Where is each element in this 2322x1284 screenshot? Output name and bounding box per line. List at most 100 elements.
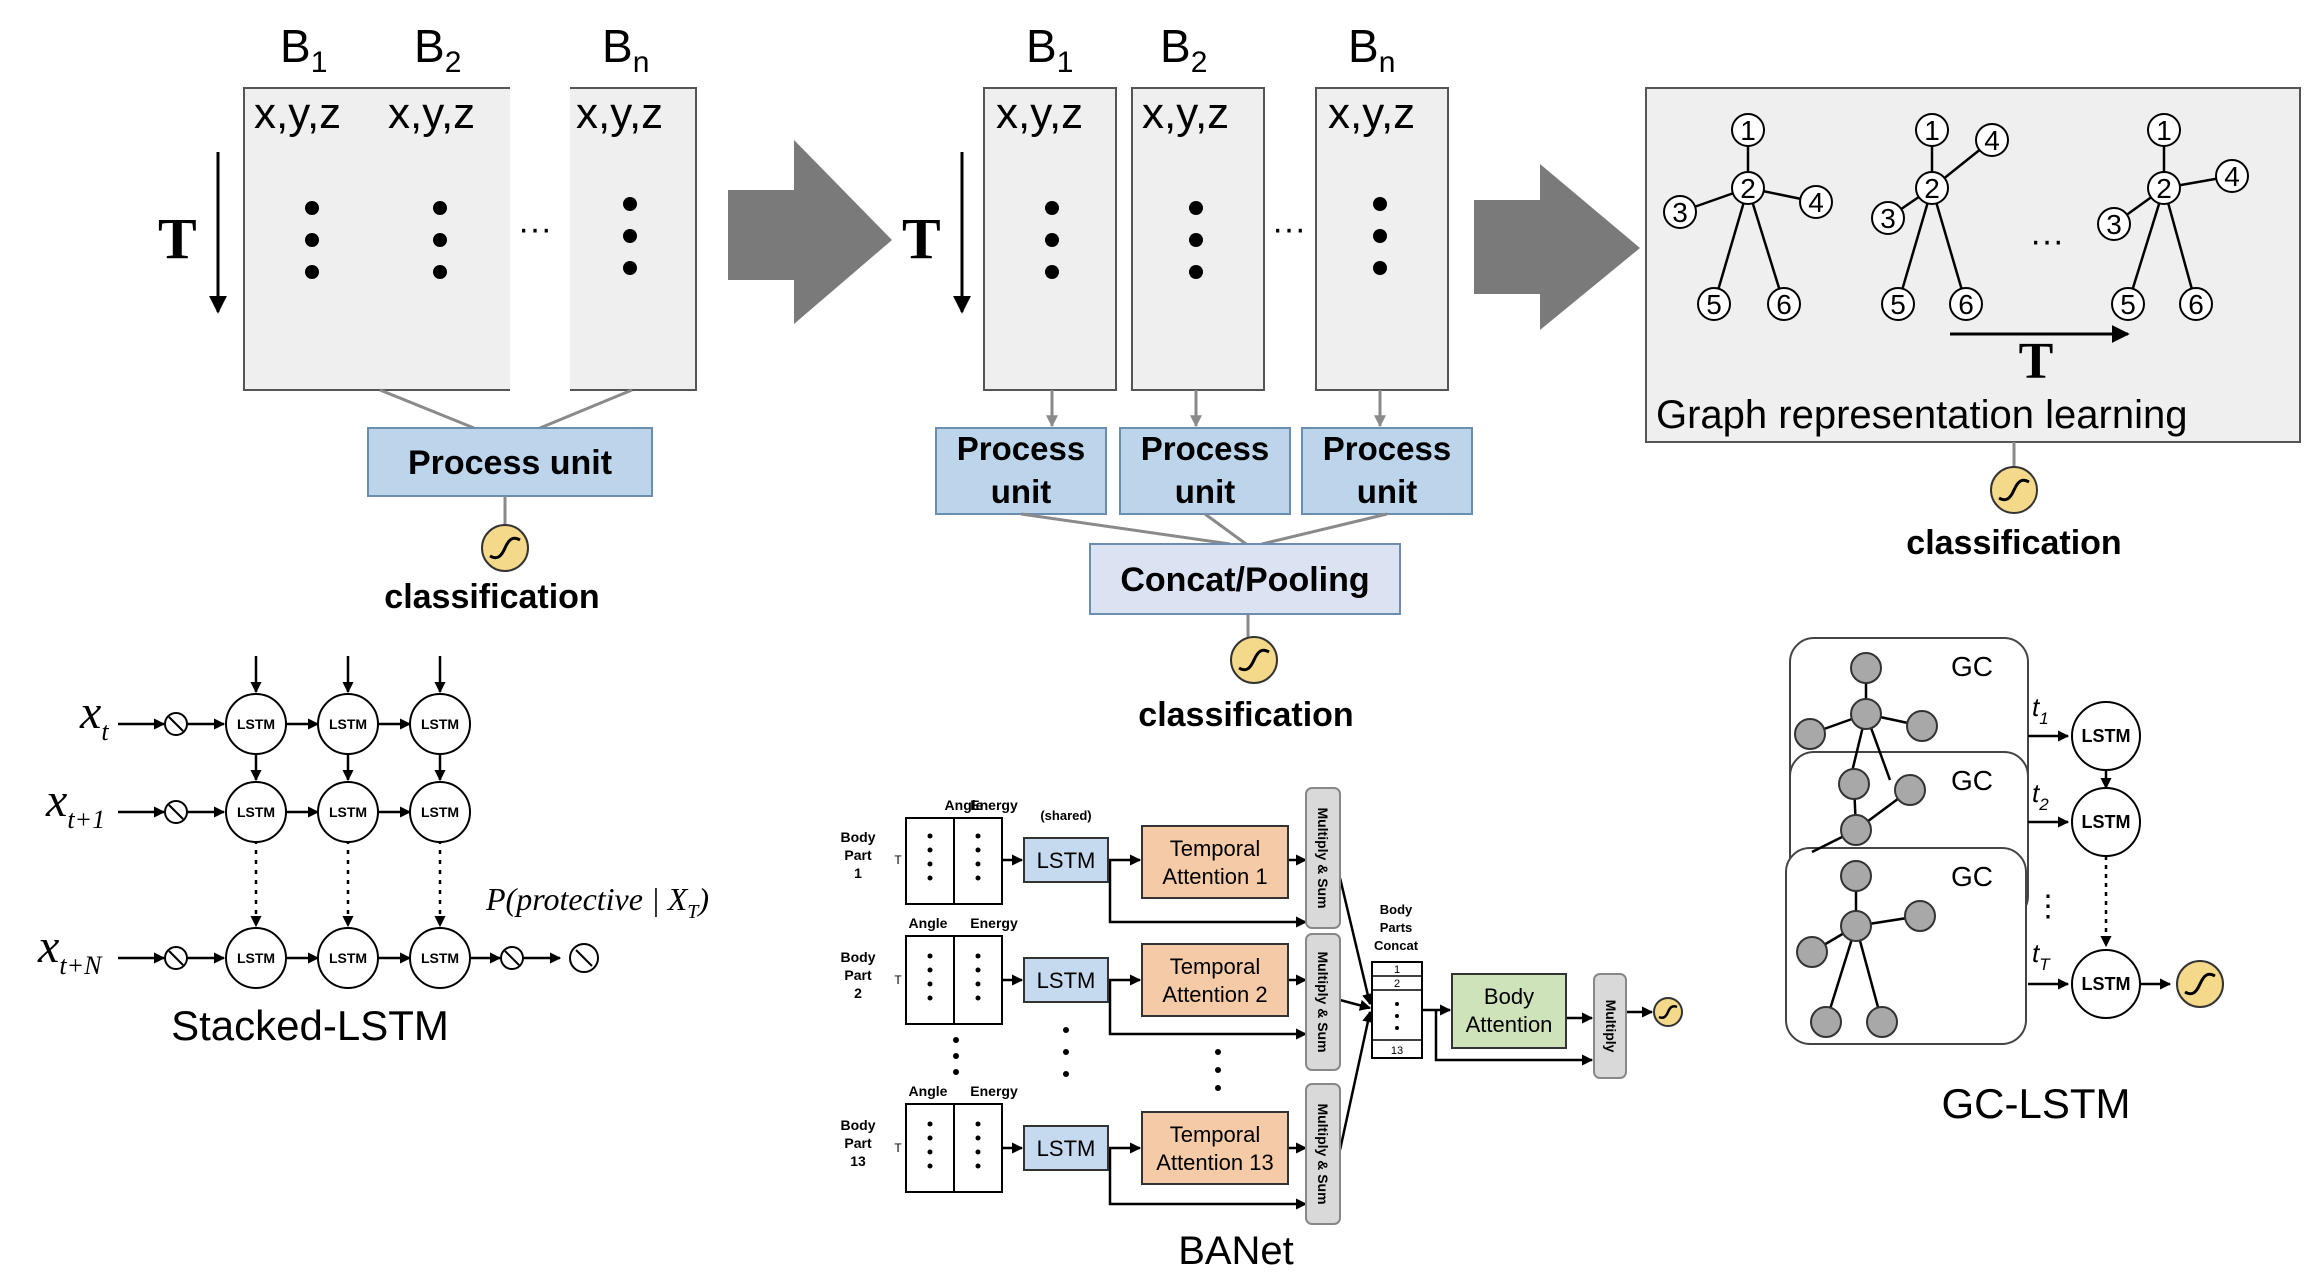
input-node-icon (164, 712, 188, 736)
multiply-sum-label: Multiply & Sum (1315, 951, 1331, 1052)
temporal-attention-label: Temporal (1170, 836, 1260, 861)
temporal-attention-label: Temporal (1170, 954, 1260, 979)
process-unit-label: unit (991, 473, 1051, 510)
gc-lstm-diagram: GC GC GC t1 t2 tT ⋮ LSTM LSTM LSTM GC-LS… (1785, 637, 2225, 1127)
temporal-attention-label: Attention 13 (1156, 1150, 1273, 1175)
process-unit-box (367, 427, 653, 497)
angle-energy-tables (905, 817, 1003, 1193)
concat-cell: 1 (1394, 964, 1400, 976)
angle-label: Angle (909, 1083, 948, 1099)
vertical-dots (1045, 197, 1387, 279)
connector (379, 388, 475, 430)
lstm-cell-label: LSTM (329, 950, 367, 966)
connector (539, 388, 633, 430)
vertical-dots (305, 197, 637, 279)
probability-label: P(protective | XT) (485, 881, 709, 923)
concat-title: Concat (1374, 938, 1419, 953)
svg-text:4: 4 (1984, 125, 2000, 156)
lstm-cell (409, 693, 471, 755)
svg-text:5: 5 (2120, 289, 2136, 320)
multiply-sum-pills (1305, 787, 1341, 1225)
stacked-lstm-title: Stacked-LSTM (171, 1002, 449, 1049)
lstm-cell (317, 781, 379, 843)
energy-label: Energy (970, 797, 1018, 813)
svg-text:6: 6 (2188, 289, 2204, 320)
t-label: T (894, 853, 902, 867)
svg-text:1: 1 (2156, 115, 2172, 146)
gc-lstm-cell (2071, 787, 2141, 857)
output-node-icon (500, 946, 524, 970)
sigmoid-icon (2175, 959, 2225, 1009)
classification-label: classification (1906, 524, 2121, 562)
svg-text:6: 6 (1958, 289, 1974, 320)
svg-text:6: 6 (1776, 289, 1792, 320)
concat-vector (1371, 961, 1423, 1059)
block-label-n: Bn (1348, 20, 1395, 79)
coord-label: x,y,z (576, 89, 663, 138)
concat-title: Body (1380, 902, 1413, 917)
block-label-n: Bn (602, 20, 649, 79)
svg-text:3: 3 (1880, 203, 1896, 234)
gc-graph-3 (1796, 860, 1936, 1038)
body-attention-label: Body (1484, 984, 1534, 1009)
banet-diagram: Angle Energy Angle Energy Angle Energy (… (841, 787, 1684, 1273)
multiply-sum-label: Multiply & Sum (1315, 807, 1331, 908)
lstm-cell (317, 927, 379, 989)
body-part-label: Body (841, 829, 876, 845)
body-part-label: Body (841, 949, 876, 965)
banet-body-part-2: Body Part 2 T (841, 949, 903, 1001)
svg-text:2: 2 (1740, 173, 1756, 204)
banet-body-part-13: Body Part 13 T (841, 1117, 903, 1169)
body-part-label: 13 (850, 1153, 866, 1169)
stacked-lstm-diagram: xt xt+1 xt+N (37, 656, 709, 1049)
sigmoid-icon (1989, 465, 2039, 515)
process-unit-label: unit (1175, 473, 1235, 510)
t-label: T (894, 1141, 902, 1155)
gc-label: GC (1951, 765, 1993, 796)
lstm-cell-label: LSTM (237, 716, 275, 732)
svg-text:3: 3 (2106, 209, 2122, 240)
input-node-icon (164, 800, 188, 824)
gc-lstm-title: GC-LSTM (1942, 1080, 2131, 1127)
multiply-sum-label: Multiply & Sum (1315, 1103, 1331, 1204)
t-label: tT (2032, 938, 2051, 974)
process-unit-box (935, 427, 1107, 515)
panel-graph: 1 2 3 4 5 6 1 2 3 4 5 6 1 2 3 4 5 6 ··· … (1645, 87, 2301, 562)
input-x-tN: xt+N (37, 920, 103, 980)
shared-label: (shared) (1040, 808, 1091, 823)
table-dots (927, 833, 1221, 1169)
lstm-cell (409, 781, 471, 843)
concat-pooling-label: Concat/Pooling (1120, 561, 1369, 599)
lstm-cell (409, 927, 471, 989)
concat-cell: 2 (1394, 978, 1400, 990)
gc-lstm-cell (2071, 701, 2141, 771)
classification-label: classification (1138, 696, 1353, 734)
body-blocks-panel-a (243, 87, 513, 391)
gc-lstm-cell (2071, 949, 2141, 1019)
input-node-icon (164, 946, 188, 970)
lstm-label: LSTM (2082, 726, 2131, 746)
panel-gap (510, 86, 570, 392)
connector (1020, 512, 1231, 546)
svg-text:2: 2 (1924, 173, 1940, 204)
time-label: T (902, 206, 941, 271)
body-part-label: 2 (854, 985, 862, 1001)
connector (1204, 512, 1247, 546)
panel-single-process: B1 B2 Bn x,y,z x,y,z x,y,z ··· T Process… (158, 20, 697, 616)
svg-text:4: 4 (1808, 187, 1824, 218)
process-unit-label: Process (1323, 430, 1451, 467)
block-label-2: B2 (1160, 20, 1207, 79)
softmax-node-icon (569, 943, 599, 973)
svg-text:3: 3 (1672, 197, 1688, 228)
lstm-label: LSTM (1037, 1136, 1096, 1161)
body-part-label: Part (844, 847, 872, 863)
lstm-cell-label: LSTM (421, 716, 459, 732)
temporal-attention-boxes (1141, 825, 1289, 1185)
body-part-label: Part (844, 1135, 872, 1151)
concat-pooling-box (1089, 543, 1401, 615)
t-label: t1 (2032, 692, 2049, 728)
process-unit-label: Process unit (408, 444, 612, 482)
gc-label: GC (1951, 651, 1993, 682)
body-attention-box (1451, 973, 1567, 1049)
classification-label: classification (384, 578, 599, 616)
